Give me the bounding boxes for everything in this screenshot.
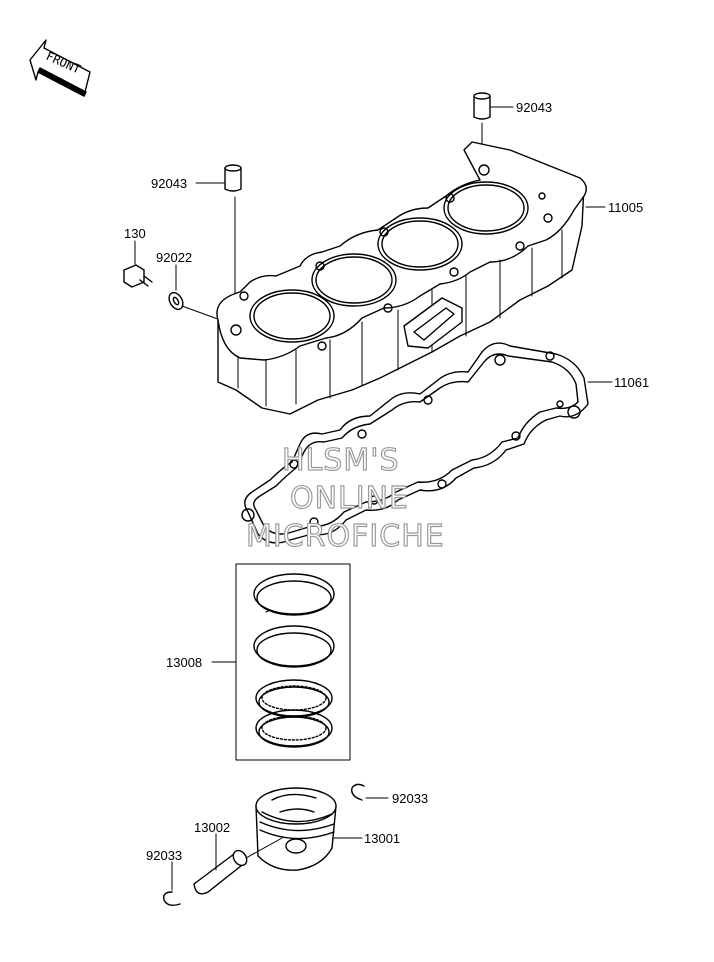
label-11061: 11061 <box>614 375 649 390</box>
dowel-pin-left <box>195 164 242 323</box>
label-11005: 11005 <box>608 200 643 215</box>
label-13001: 13001 <box>364 831 400 846</box>
watermark: HLSM'S ONLINE MICROFICHE <box>245 442 445 554</box>
watermark-line-2: ONLINE <box>290 481 409 516</box>
piston <box>255 787 363 871</box>
label-92043-top: 92043 <box>516 100 552 115</box>
cylinder-block <box>216 141 606 415</box>
label-92033-right: 92033 <box>392 791 428 806</box>
cylinder-gasket <box>241 342 613 544</box>
label-92043-left: 92043 <box>151 176 187 191</box>
label-13008: 13008 <box>166 655 202 670</box>
label-92033-left: 92033 <box>146 848 182 863</box>
watermark-line-1: HLSM'S <box>282 443 400 478</box>
piston-pin <box>193 833 283 895</box>
front-arrow-icon: FRONT <box>29 39 91 97</box>
piston-ring-set <box>211 563 351 761</box>
label-130: 130 <box>124 226 146 241</box>
circlip-right <box>351 783 389 801</box>
circlip-left <box>162 861 181 907</box>
label-13002: 13002 <box>194 820 230 835</box>
watermark-line-3: MICROFICHE <box>246 519 445 554</box>
bolt <box>123 240 153 288</box>
label-92022: 92022 <box>156 250 192 265</box>
